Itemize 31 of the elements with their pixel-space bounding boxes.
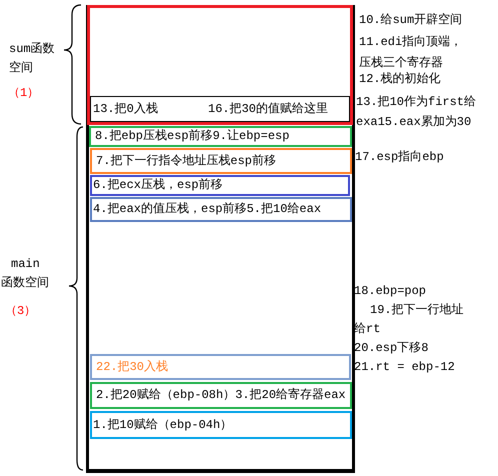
stack-slot [90,411,352,439]
step-text: 6.把ecx压栈，esp前移 [93,177,223,194]
step-note: 11.edi指向顶端，压栈三个寄存器 [359,34,464,72]
step-note: 12.栈的初始化 [359,71,441,88]
step-text: 8.把ebp压栈esp前移9.让ebp=esp [95,128,290,145]
step-text: 13.把0入栈 [93,101,158,118]
region-label: main函数空间 [1,256,50,292]
region-number: （3） [5,303,36,320]
stack-region-box [87,5,353,125]
stack-slot [90,354,351,380]
stack-slot [90,148,352,174]
step-text: 1.把10赋给（ebp-04h） [93,417,232,434]
step-note: 20.esp下移8 [354,340,428,357]
step-text: 16.把30的值赋给这里 [208,101,328,118]
stack-slot [90,96,350,122]
step-note: 18.ebp=pop [354,283,426,300]
stack-slot [90,197,352,222]
region-number: （1） [8,85,40,102]
stack-slot [90,382,352,409]
step-note: 10.给sum开辟空间 [359,12,462,29]
stack-slot [90,175,350,196]
step-text: 2.把20赋给（ebp-08h）3.把20给寄存器eax [96,386,346,404]
step-text: 4.把eax的值压栈，esp前移5.把10给eax [93,201,322,218]
step-text: 7.把下一行指令地址压栈esp前移 [96,153,276,170]
stack-slot [89,126,352,147]
step-text: 22.把30入栈 [96,359,168,376]
step-note: 17.esp指向ebp [355,149,444,166]
step-note: 21.rt = ebp-12 [354,359,455,376]
stack-frame [86,5,355,473]
region-label: sum函数空间 [9,41,56,77]
step-note: 13.把10作为first给exa15.eax累加为30 [356,94,478,131]
